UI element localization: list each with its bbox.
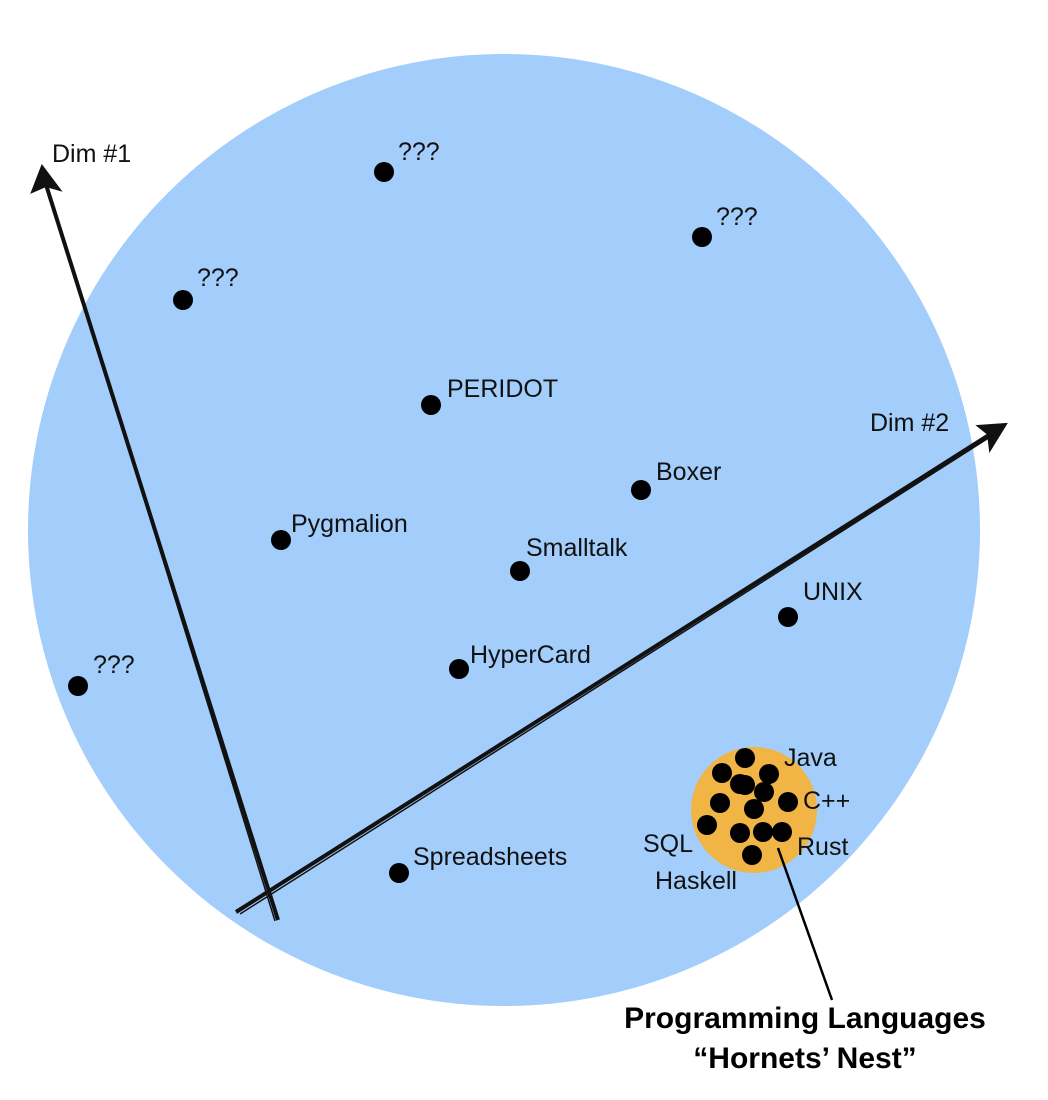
- dim2-axis-label: Dim #2: [870, 409, 949, 437]
- point-dot: [510, 561, 530, 581]
- point-label: Smalltalk: [526, 534, 628, 562]
- point: Pygmalion: [271, 510, 408, 550]
- point: HyperCard: [449, 641, 591, 679]
- point-label: ???: [398, 138, 440, 166]
- nest-language-label: SQL: [643, 830, 693, 858]
- dim1-axis-line-sketch: [43, 175, 276, 922]
- nest-language-label: Haskell: [655, 867, 737, 895]
- nest-dots: [697, 748, 798, 865]
- point-label: Boxer: [656, 458, 721, 486]
- dim2-axis: [234, 422, 1008, 915]
- point-dot: [68, 676, 88, 696]
- nest-dot: [759, 764, 779, 784]
- point: ???: [173, 264, 239, 310]
- dim2-arrowhead-icon: [975, 422, 1008, 453]
- point-label: ???: [197, 264, 239, 292]
- nest-dot: [742, 845, 762, 865]
- point: Smalltalk: [510, 534, 628, 581]
- point-label: Pygmalion: [291, 510, 408, 538]
- point-dot: [449, 659, 469, 679]
- point-dot: [271, 530, 291, 550]
- dim2-axis-line-sketch: [239, 431, 999, 915]
- nest-dot: [735, 748, 755, 768]
- nest-language-label: Java: [784, 744, 837, 772]
- point: Spreadsheets: [389, 843, 567, 883]
- nest-dot: [735, 775, 755, 795]
- point-label: ???: [716, 203, 758, 231]
- dim1-axis-label: Dim #1: [52, 140, 131, 168]
- nest-dot: [753, 822, 773, 842]
- point-dot: [374, 162, 394, 182]
- nest-language-label: Rust: [797, 833, 848, 861]
- nest-language-label: C++: [803, 787, 850, 815]
- point-dot: [421, 395, 441, 415]
- callout-subtitle: “Hornets’ Nest”: [693, 1042, 916, 1075]
- nest-dot: [697, 815, 717, 835]
- point: ???: [692, 203, 758, 247]
- point-dot: [389, 863, 409, 883]
- points-layer: ????????? PERIDOT BoxerPygmalionSmalltalkU…: [68, 138, 863, 883]
- point-dot: [173, 290, 193, 310]
- point: UNIX: [778, 578, 863, 627]
- point-label: PERIDOT: [447, 375, 558, 403]
- point-label: UNIX: [803, 578, 863, 606]
- point: ???: [68, 651, 135, 696]
- nest-dot: [754, 782, 774, 802]
- point-dot: [631, 480, 651, 500]
- point: Boxer: [631, 458, 721, 500]
- point: PERIDOT: [421, 375, 558, 415]
- point-dot: [692, 227, 712, 247]
- nest-dot: [712, 763, 732, 783]
- callout-title: Programming Languages: [624, 1002, 986, 1035]
- callout-pointer-line: [776, 847, 834, 1001]
- nest-dot: [744, 799, 764, 819]
- dim1-axis: [30, 163, 280, 922]
- point-label: ???: [93, 651, 135, 679]
- nest-dot: [772, 822, 792, 842]
- dim2-axis-line: [234, 426, 1002, 914]
- nest-dot: [710, 793, 730, 813]
- nest-dot: [778, 792, 798, 812]
- point-label: HyperCard: [470, 641, 591, 669]
- point-dot: [778, 607, 798, 627]
- point-label: Spreadsheets: [413, 843, 567, 871]
- dim1-arrowhead-icon: [30, 163, 63, 194]
- point: ???: [374, 138, 440, 182]
- nest-dot: [730, 823, 750, 843]
